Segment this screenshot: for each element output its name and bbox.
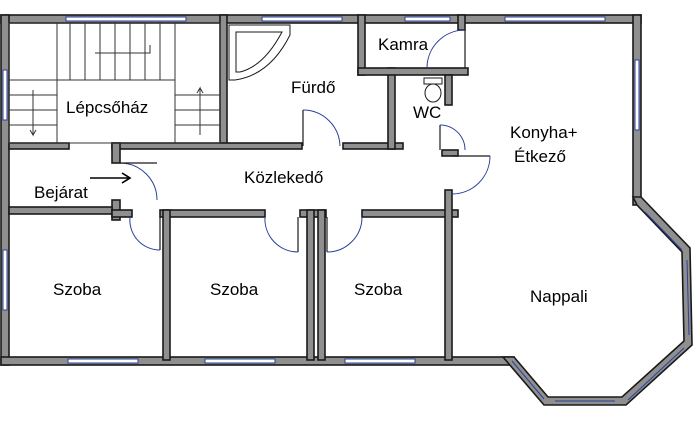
label-stairwell: Lépcsőház bbox=[66, 98, 148, 117]
interior-walls bbox=[8, 14, 469, 361]
fixtures bbox=[228, 24, 443, 103]
wall-wc-right bbox=[444, 74, 453, 106]
window-bath-top bbox=[261, 16, 343, 22]
wall-pantry-right bbox=[457, 14, 466, 31]
label-kitchen-line1: Konyha+ bbox=[510, 123, 578, 142]
room-labels: Lépcsőház Fürdő Kamra WC Konyha+ Étkező … bbox=[34, 35, 588, 306]
wall-bath-right bbox=[387, 67, 396, 150]
wall-room3-left bbox=[317, 209, 326, 361]
label-room-right: Szoba bbox=[354, 280, 403, 299]
door-entry-swing bbox=[119, 162, 158, 201]
windows bbox=[2, 16, 690, 402]
label-hallway: Közlekedő bbox=[244, 168, 323, 187]
door-room2-swing bbox=[264, 216, 299, 253]
wall-hall-top-left bbox=[8, 142, 70, 150]
wall-hall-bottom-left bbox=[111, 209, 133, 218]
window-bay-2 bbox=[686, 259, 690, 336]
wall-kitchen-left bbox=[444, 189, 453, 361]
label-entrance: Bejárat bbox=[34, 183, 88, 202]
window-left-lower bbox=[2, 249, 8, 311]
wall-entry-jamb-top bbox=[111, 142, 121, 164]
window-room2-bottom bbox=[204, 358, 276, 364]
window-pantry-top bbox=[404, 16, 451, 22]
wall-hall-top-far bbox=[441, 149, 459, 157]
wall-bay-window bbox=[501, 196, 693, 406]
label-pantry: Kamra bbox=[378, 35, 429, 54]
wall-hall-top-mid bbox=[111, 142, 303, 150]
toilet-tank-icon bbox=[423, 77, 443, 85]
window-stair-top bbox=[65, 16, 187, 22]
window-left-upper bbox=[2, 69, 8, 121]
wall-pantry-left bbox=[357, 14, 366, 76]
wall-room2-right bbox=[306, 209, 315, 361]
entry-arrow-icon bbox=[90, 172, 132, 184]
label-room-left: Szoba bbox=[53, 280, 102, 299]
window-bay-5 bbox=[511, 360, 545, 400]
wall-stair-right bbox=[219, 14, 228, 148]
window-kitchen-right bbox=[634, 59, 640, 131]
window-bay-1 bbox=[644, 211, 683, 251]
wall-hall-top-right bbox=[342, 142, 404, 150]
door-pantry-swing bbox=[426, 29, 466, 69]
label-wc: WC bbox=[413, 103, 441, 122]
stair-arrow-left bbox=[29, 90, 37, 137]
window-room3-bottom bbox=[344, 358, 416, 364]
window-room1-bottom bbox=[67, 358, 139, 364]
stairs bbox=[8, 22, 221, 144]
doors bbox=[119, 29, 491, 253]
wall-left bbox=[0, 14, 10, 366]
wall-room1-right bbox=[162, 209, 171, 361]
window-kitchen-top bbox=[504, 16, 606, 22]
door-bath-swing bbox=[302, 109, 341, 147]
stair-arrow-right bbox=[196, 86, 204, 135]
label-kitchen-line2: Étkező bbox=[514, 147, 566, 166]
wall-hall-bottom-mid1 bbox=[159, 209, 266, 218]
door-kitchen-swing bbox=[451, 155, 491, 195]
bathtub-basin-icon bbox=[235, 31, 283, 73]
toilet-bowl-icon bbox=[424, 83, 442, 103]
stair-arrow-top bbox=[95, 45, 151, 54]
label-living-room: Nappali bbox=[530, 287, 588, 306]
label-room-middle: Szoba bbox=[210, 280, 259, 299]
wall-pantry-bottom bbox=[357, 67, 469, 76]
door-room3-swing bbox=[326, 216, 363, 253]
wall-hall-bottom-right bbox=[361, 209, 459, 218]
door-wc-swing bbox=[439, 124, 466, 151]
window-bay-3 bbox=[627, 347, 685, 401]
label-bathroom: Fürdő bbox=[291, 78, 335, 97]
wall-entry-bottom bbox=[8, 206, 113, 215]
door-room1-swing bbox=[129, 216, 161, 251]
